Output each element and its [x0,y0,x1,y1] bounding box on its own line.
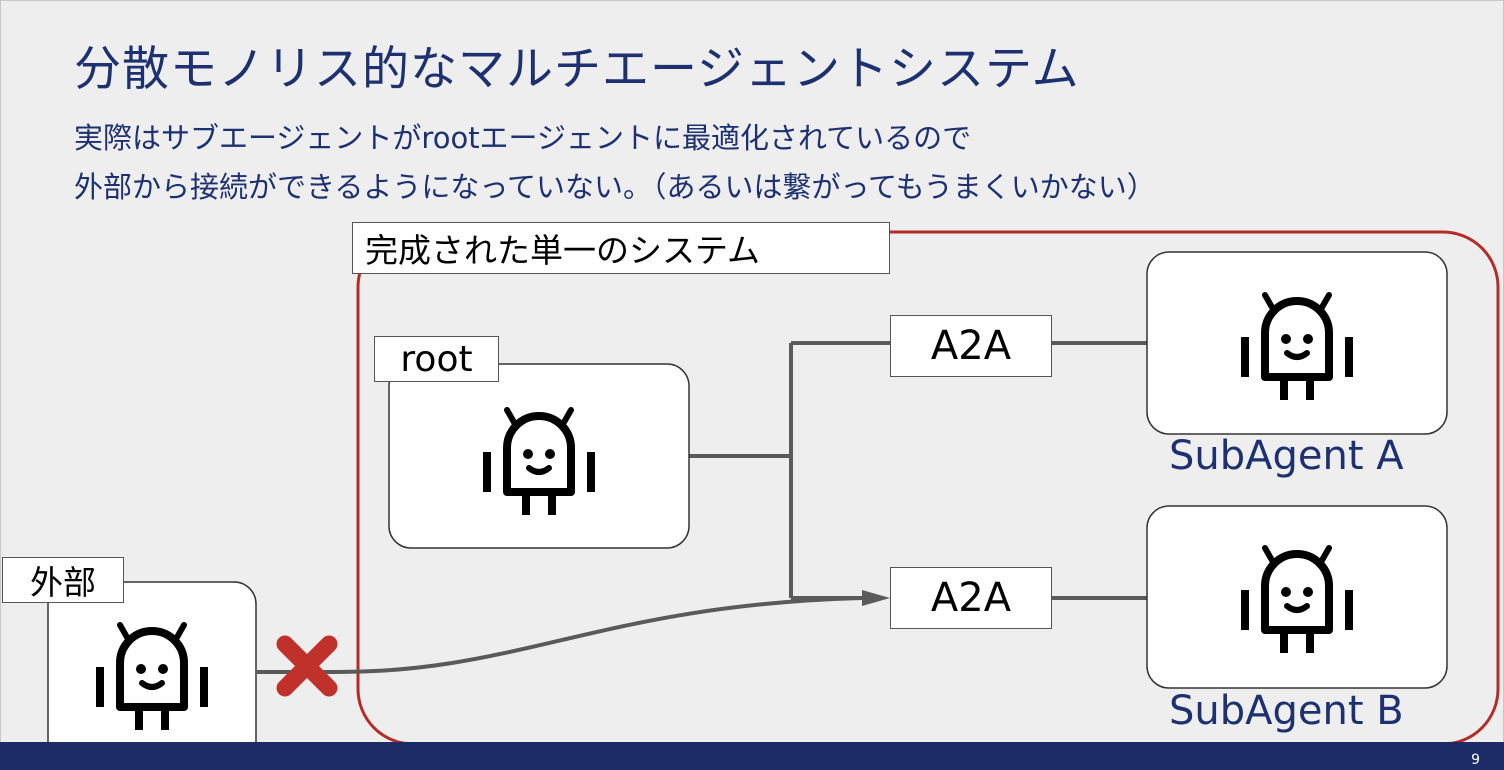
page-number: 9 [1471,752,1480,768]
subtitle-line-1: 実際はサブエージェントがrootエージェントに最適化されているので [74,121,972,155]
external-agent-card [47,581,257,765]
root-agent-label: root [374,336,499,382]
slide-title: 分散モノリス的なマルチエージェントシステム [74,42,1080,97]
a2a-label-bottom: A2A [890,567,1052,629]
system-label: 完成された単一のシステム [352,222,890,274]
subagent-b-card [1146,505,1448,689]
connector-lines [689,341,1147,606]
root-agent-card [388,363,690,549]
external-agent-label: 外部 [2,557,124,603]
cross-mark-icon [276,635,338,697]
subagent-b-caption: SubAgent B [1169,688,1404,734]
subagent-a-caption: SubAgent A [1169,433,1404,479]
footer-bar [0,742,1504,770]
subagent-a-card [1146,251,1448,435]
a2a-label-top: A2A [890,315,1052,377]
subtitle-line-2: 外部から接続ができるようになっていない。（あるいは繋がってもうまくいかない） [74,170,1156,204]
external-connection-line [257,596,863,675]
